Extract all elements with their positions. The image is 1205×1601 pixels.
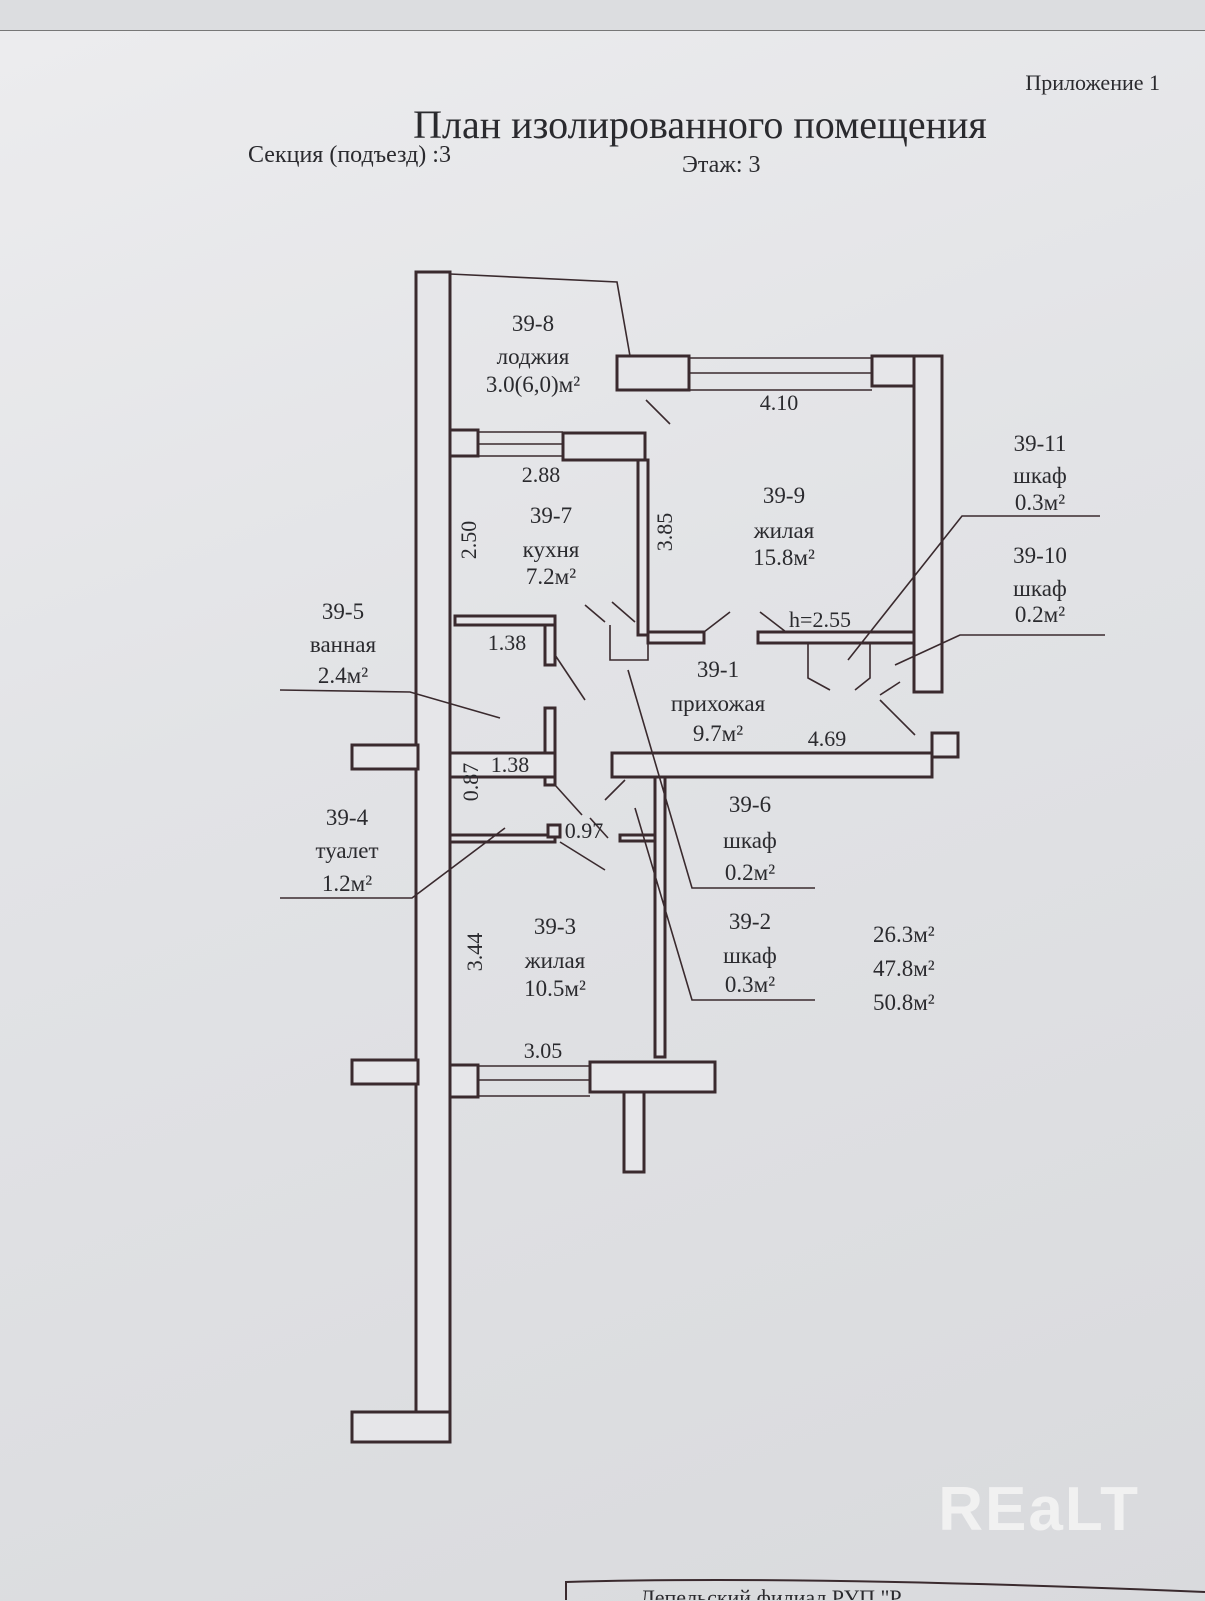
room-39-3-id: 39-3 <box>534 914 576 939</box>
room-39-9-name: жилая <box>753 518 815 543</box>
room-39-5-id: 39-5 <box>322 599 364 624</box>
wall-break-bottom <box>350 1410 452 1444</box>
dim-2-50: 2.50 <box>456 521 481 560</box>
room-39-10-area: 0.2м² <box>1015 602 1065 627</box>
ceiling-height: h=2.55 <box>789 607 851 632</box>
total-area: 47.8м² <box>873 956 935 981</box>
room-39-1-id: 39-1 <box>697 657 739 682</box>
room-39-11-id: 39-11 <box>1014 431 1067 456</box>
room-39-5-area: 2.4м² <box>318 663 368 688</box>
room-39-5-name: ванная <box>310 632 377 657</box>
wall-break-mid <box>350 743 420 771</box>
room-39-6-area: 0.2м² <box>725 860 775 885</box>
room-39-4-name: туалет <box>315 838 378 863</box>
section-label: Секция (подъезд) :3 <box>248 142 451 168</box>
total-living-area: 26.3м² <box>873 922 935 947</box>
wall-right <box>912 354 944 694</box>
room-39-4-id: 39-4 <box>326 805 369 830</box>
dimension-labels: 4.10 2.88 3.85 2.50 h=2.55 1.38 4.69 0.8… <box>456 390 851 1063</box>
appendix-label: Приложение 1 <box>1025 70 1160 95</box>
room-39-7-name: кухня <box>523 537 580 562</box>
dim-3-05: 3.05 <box>524 1038 563 1063</box>
room-39-11-name: шкаф <box>1013 463 1067 488</box>
dim-0-97: 0.97 <box>565 818 604 843</box>
room-39-7-area: 7.2м² <box>526 564 576 589</box>
total-area-with-loggia: 50.8м² <box>873 990 935 1015</box>
footer-box <box>565 1578 1205 1600</box>
room-39-3-area: 10.5м² <box>524 976 586 1001</box>
floor-label: Этаж: 3 <box>682 152 761 178</box>
walls <box>279 270 1105 1444</box>
room-39-10-id: 39-10 <box>1013 543 1067 568</box>
room-39-8-name: лоджия <box>497 344 570 369</box>
room-39-7-id: 39-7 <box>530 503 572 528</box>
room-39-10-name: шкаф <box>1013 576 1067 601</box>
wall-left <box>414 270 452 1444</box>
room-39-2-id: 39-2 <box>729 909 771 934</box>
dim-2-88: 2.88 <box>522 462 561 487</box>
wall-break-lower <box>350 1058 420 1086</box>
dim-1-38-toilet: 1.38 <box>491 752 530 777</box>
dim-4-10: 4.10 <box>760 390 799 415</box>
dim-0-87: 0.87 <box>458 763 483 802</box>
room-39-1-area: 9.7м² <box>693 721 743 746</box>
room-39-2-area: 0.3м² <box>725 972 775 997</box>
room-39-4-area: 1.2м² <box>322 871 372 896</box>
room-39-9-id: 39-9 <box>763 483 805 508</box>
dim-3-85: 3.85 <box>652 513 677 552</box>
room-39-2-name: шкаф <box>723 943 777 968</box>
room-39-8-id: 39-8 <box>512 311 554 336</box>
realt-watermark: REaLT <box>938 1475 1140 1544</box>
page-title: План изолированного помещения <box>413 102 987 147</box>
dim-4-69: 4.69 <box>808 726 847 751</box>
room-39-6-id: 39-6 <box>729 792 771 817</box>
room-labels: 39-8 лоджия 3.0(6,0)м² 39-9 жилая 15.8м²… <box>310 311 1067 1001</box>
document-page <box>0 30 1205 1601</box>
room-39-11-area: 0.3м² <box>1015 490 1065 515</box>
room-39-3-name: жилая <box>524 948 586 973</box>
dim-3-44: 3.44 <box>462 933 487 972</box>
footer-issuer: Лепельский филиал РУП "Р <box>640 1585 902 1600</box>
area-totals: 26.3м² 47.8м² 50.8м² <box>873 922 935 1015</box>
room-39-8-area: 3.0(6,0)м² <box>486 372 580 397</box>
dim-1-38-bath: 1.38 <box>488 630 527 655</box>
room-39-6-name: шкаф <box>723 828 777 853</box>
room-39-1-name: прихожая <box>671 691 766 716</box>
room-39-9-area: 15.8м² <box>753 545 815 570</box>
